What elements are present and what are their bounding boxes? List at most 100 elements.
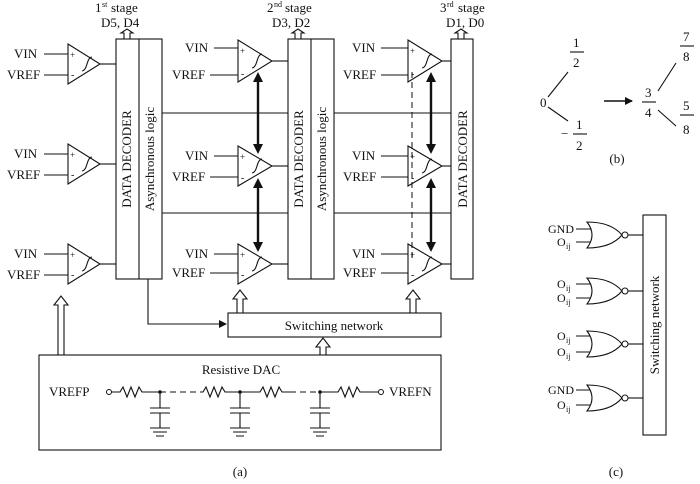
svg-text:+: + <box>70 50 75 60</box>
svg-text:O: O <box>557 398 566 412</box>
stage1-comparator-3: VIN VREF + - <box>7 243 116 285</box>
svg-text:+: + <box>240 46 245 56</box>
async-to-switch-arrow <box>147 279 227 328</box>
svg-text:+: + <box>70 150 75 160</box>
svg-text:stage: stage <box>458 0 485 15</box>
svg-text:O: O <box>557 277 566 291</box>
resistor-ladder: VREFP VREFN <box>49 384 432 437</box>
stage3-comparator-1: VIN VREF + - <box>343 39 451 83</box>
svg-text:VREF: VREF <box>172 169 205 184</box>
svg-text:7: 7 <box>683 29 690 44</box>
svg-text:VIN: VIN <box>352 148 376 163</box>
svg-text:3: 3 <box>645 85 652 100</box>
svg-text:VREF: VREF <box>7 67 40 82</box>
svg-text:VIN: VIN <box>185 40 209 55</box>
svg-text:ij: ij <box>566 284 570 293</box>
svg-text:st: st <box>102 0 108 9</box>
svg-text:O: O <box>557 345 566 359</box>
svg-text:VREF: VREF <box>343 265 376 280</box>
svg-text:VREFP: VREFP <box>49 384 89 399</box>
svg-text:VIN: VIN <box>14 46 38 61</box>
stage3-comparator-3: VIN VREF + - <box>343 243 451 285</box>
svg-text:2: 2 <box>267 0 274 15</box>
svg-text:rd: rd <box>447 0 454 9</box>
switching-network-block-c <box>642 214 667 436</box>
svg-text:-: - <box>71 70 74 81</box>
switching-network-label: Switching network <box>285 318 384 333</box>
svg-text:GND: GND <box>548 383 574 397</box>
stage2-async-logic-label: Asynchronous logic <box>314 107 329 212</box>
svg-text:-: - <box>241 69 244 80</box>
svg-text:-: - <box>241 173 244 184</box>
svg-text:D1, D0: D1, D0 <box>446 15 484 30</box>
nor-gate-1: GND O ij <box>548 221 643 251</box>
stage-2-header: 2 nd stage D3, D2 <box>267 0 312 30</box>
svg-text:1: 1 <box>576 117 583 132</box>
svg-text:-: - <box>241 270 244 281</box>
stage2-comparator-3: VIN VREF + - <box>172 243 288 285</box>
svg-text:0: 0 <box>540 95 547 110</box>
stage3-data-decoder-label: DATA DECODER <box>455 110 470 208</box>
svg-text:VIN: VIN <box>14 146 38 161</box>
stage2-comparator-1: VIN VREF + - <box>172 39 288 83</box>
svg-text:ij: ij <box>566 405 570 414</box>
svg-text:8: 8 <box>683 49 690 64</box>
svg-text:VIN: VIN <box>352 246 376 261</box>
svg-text:stage: stage <box>285 0 312 15</box>
svg-text:D3, D2: D3, D2 <box>272 15 310 30</box>
svg-text:+: + <box>240 152 245 162</box>
stage1-comparator-1: VIN VREF + - <box>7 43 116 85</box>
stage-3-header: 3 rd stage D1, D0 <box>440 0 485 30</box>
svg-text:ij: ij <box>566 336 570 345</box>
svg-text:ij: ij <box>566 242 570 251</box>
stage1-comparator-2: VIN VREF + - <box>7 143 116 185</box>
svg-text:2: 2 <box>573 55 580 70</box>
stage2-to-stage3-links <box>334 72 451 262</box>
svg-text:-: - <box>411 173 414 184</box>
svg-text:-: - <box>71 170 74 181</box>
svg-text:VIN: VIN <box>14 246 38 261</box>
switch-to-comparator-arrows <box>52 289 422 355</box>
svg-text:O: O <box>557 235 566 249</box>
output-arrows <box>119 28 469 39</box>
svg-text:+: + <box>410 250 415 260</box>
svg-text:2: 2 <box>576 138 583 153</box>
svg-text:VREF: VREF <box>172 265 205 280</box>
svg-text:GND: GND <box>548 222 574 236</box>
caption-c: (c) <box>609 464 623 479</box>
svg-text:3: 3 <box>440 0 447 15</box>
resistive-dac-title: Resistive DAC <box>202 362 280 377</box>
stage3-decoder-block <box>450 38 474 280</box>
nor-gate-3: O ij O ij <box>557 329 643 361</box>
svg-text:-: - <box>71 270 74 281</box>
stage2-comparator-2: VIN VREF + - <box>172 145 288 187</box>
svg-text:1: 1 <box>573 35 580 50</box>
svg-text:ij: ij <box>566 298 570 307</box>
svg-text:-: - <box>411 270 414 281</box>
svg-text:1: 1 <box>95 0 102 15</box>
svg-text:VREF: VREF <box>7 167 40 182</box>
svg-text:VREF: VREF <box>7 267 40 282</box>
svg-text:VIN: VIN <box>185 148 209 163</box>
svg-text:nd: nd <box>274 0 282 9</box>
svg-text:VREF: VREF <box>343 169 376 184</box>
svg-text:VREF: VREF <box>172 67 205 82</box>
svg-text:ij: ij <box>566 352 570 361</box>
svg-text:VREFN: VREFN <box>389 384 432 399</box>
svg-text:+: + <box>70 250 75 260</box>
switching-network-block <box>227 312 442 338</box>
stage2-data-decoder-label: DATA DECODER <box>291 110 306 208</box>
stage-1-header: 1 st stage D5, D4 <box>95 0 140 30</box>
svg-text:stage: stage <box>111 0 138 15</box>
stage1-data-decoder-label: DATA DECODER <box>119 110 134 208</box>
svg-text:-: - <box>411 69 414 80</box>
svg-text:VREF: VREF <box>343 67 376 82</box>
svg-text:4: 4 <box>645 105 652 120</box>
svg-text:O: O <box>557 291 566 305</box>
switching-network-label-c: Switching network <box>647 275 662 374</box>
svg-text:VIN: VIN <box>352 40 376 55</box>
caption-a: (a) <box>233 464 247 479</box>
nor-gate-2: O ij O ij <box>557 277 643 307</box>
svg-text:VIN: VIN <box>185 246 209 261</box>
search-tree: 0 1 2 − 1 2 3 4 7 8 5 8 <box>540 29 694 153</box>
